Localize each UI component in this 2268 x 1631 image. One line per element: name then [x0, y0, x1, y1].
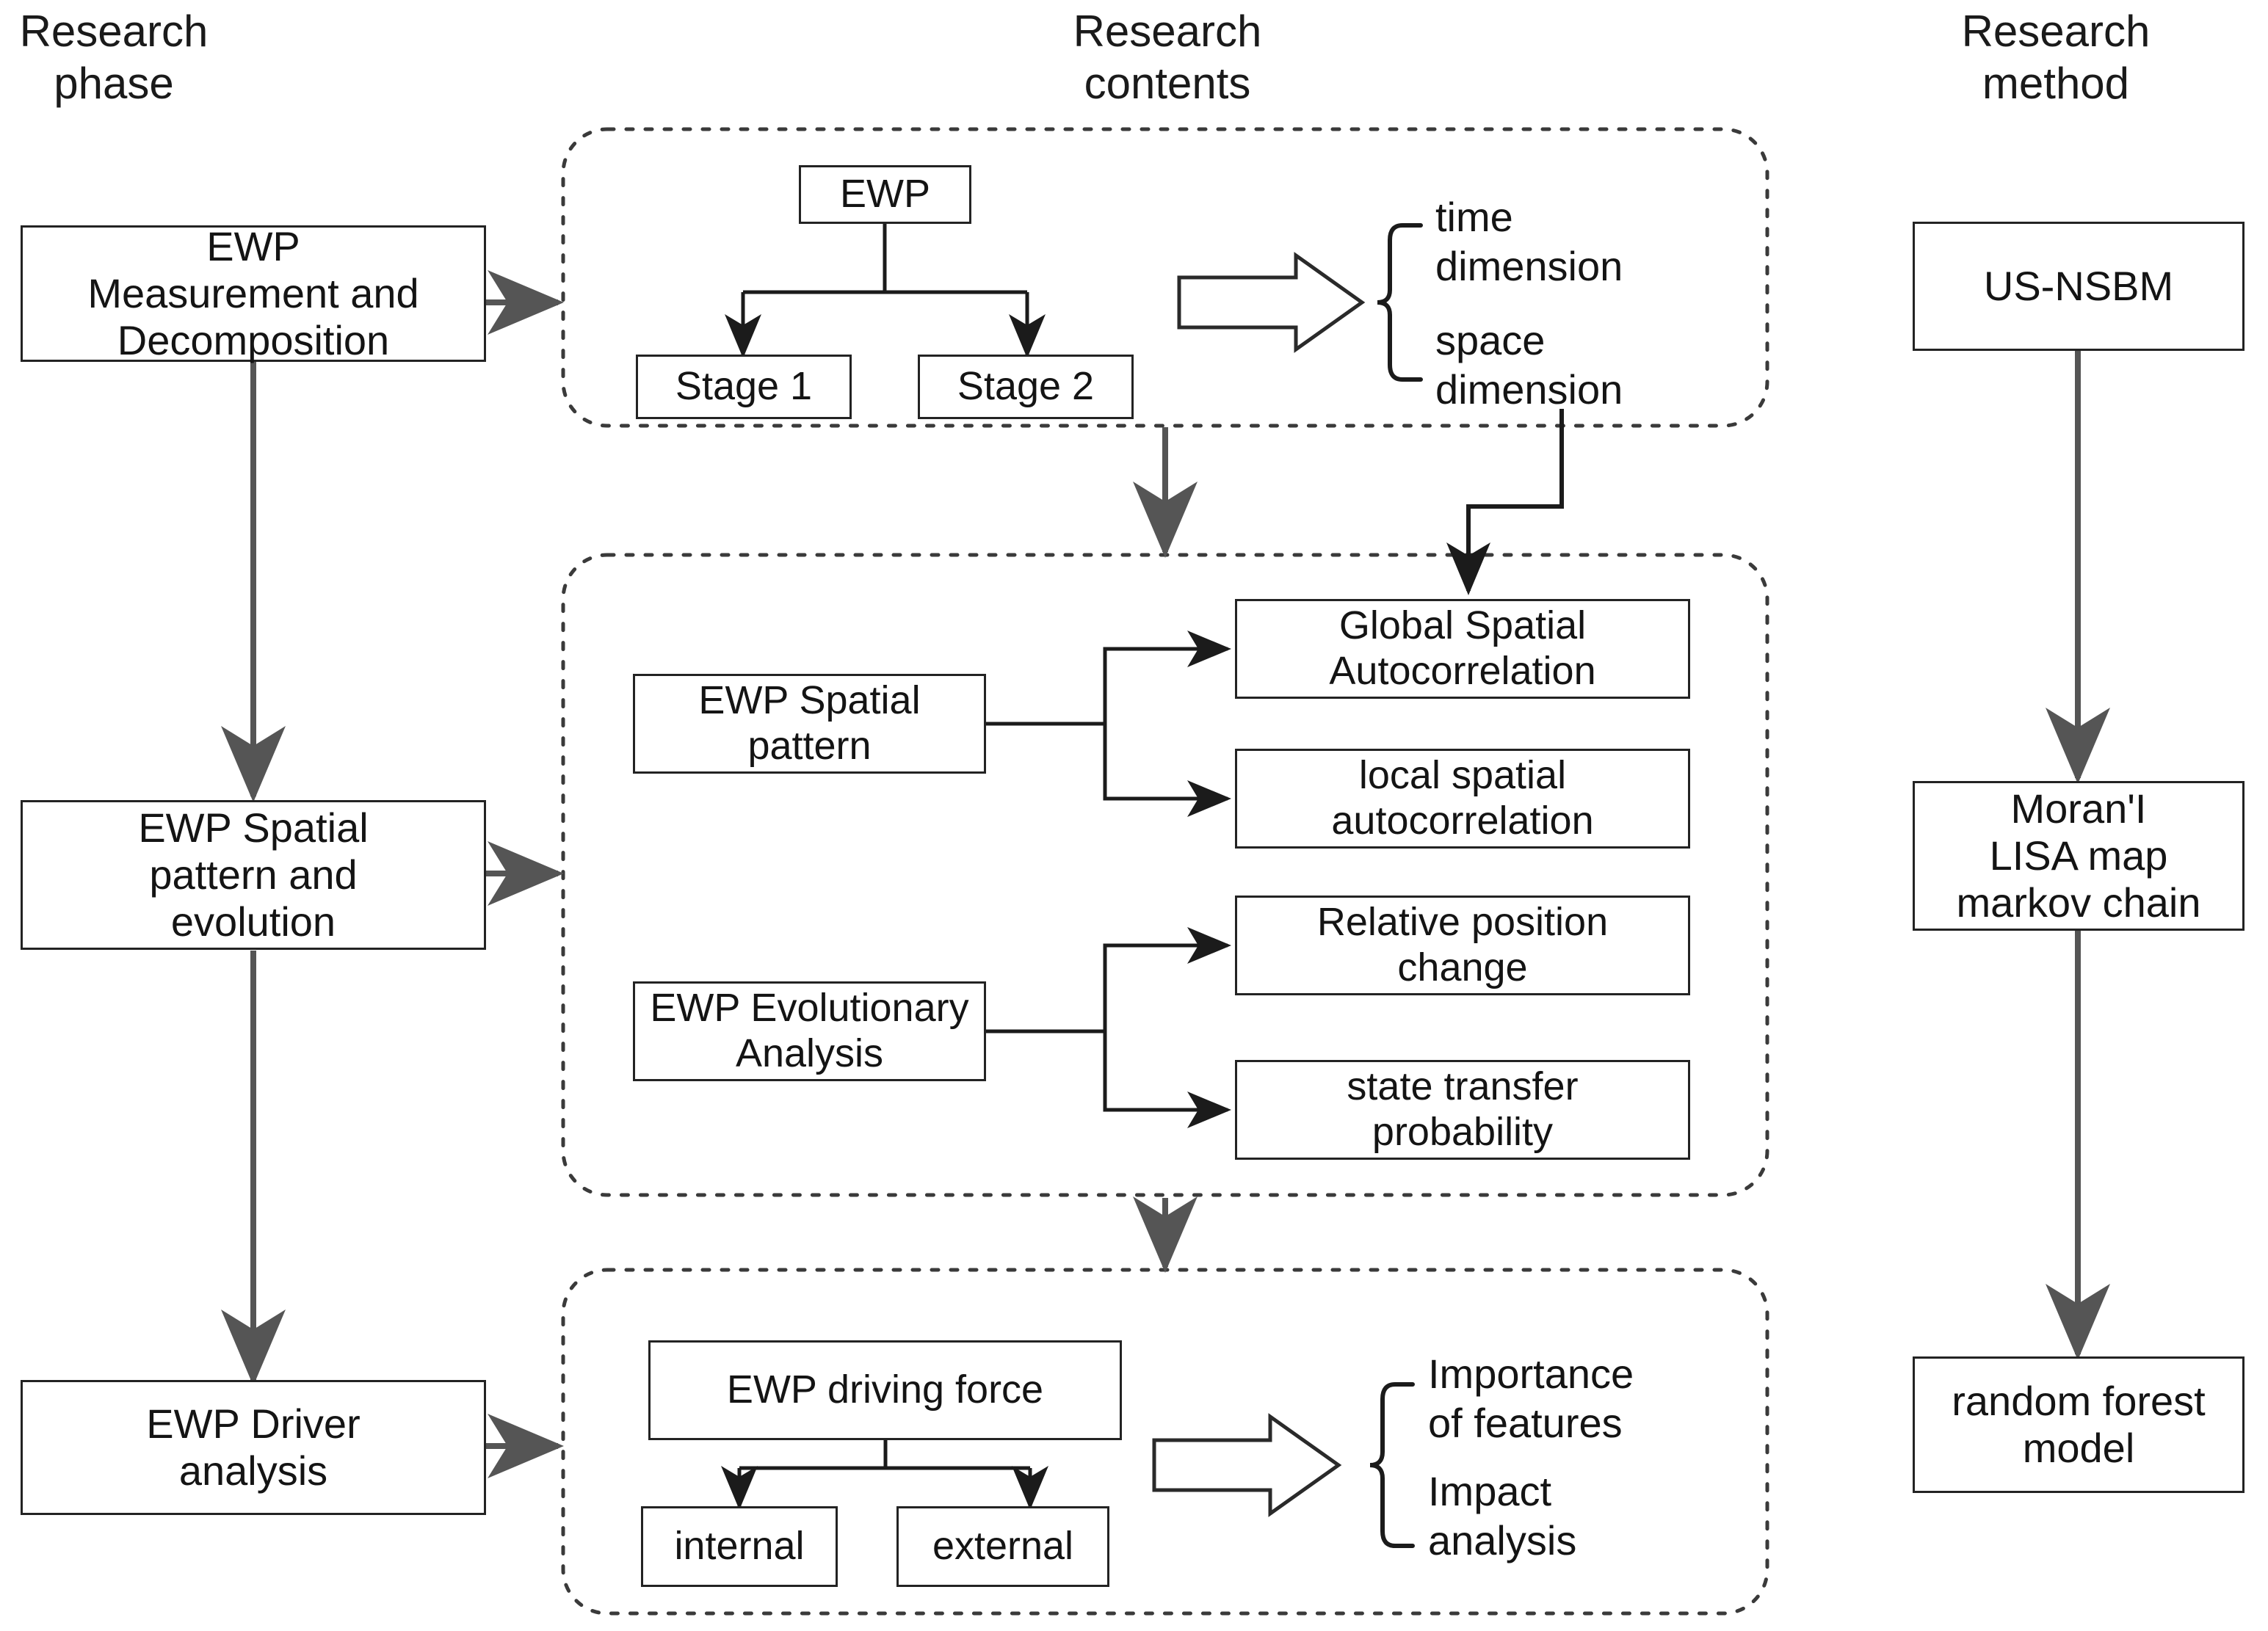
node-global-spatial-autocorrelation[interactable]: Global Spatial Autocorrelation: [1235, 599, 1690, 699]
node-local-spatial-autocorrelation[interactable]: local spatial autocorrelation: [1235, 749, 1690, 849]
block-arrow-group3: [1152, 1413, 1342, 1517]
connector-spatial-pattern-to-local: [1103, 724, 1231, 817]
node-moran-lisa-markov[interactable]: Moran'I LISA map markov chain: [1913, 781, 2245, 931]
node-ewp-driver-analysis[interactable]: EWP Driver analysis: [21, 1380, 486, 1515]
connector-space-dimension-to-global: [1446, 409, 1564, 595]
node-ewp[interactable]: EWP: [799, 165, 971, 224]
node-stage-1[interactable]: Stage 1: [636, 355, 852, 419]
node-us-nsbm[interactable]: US-NSBM: [1913, 222, 2245, 351]
outcome-text-importance-of-features: Importance of features: [1428, 1351, 1634, 1447]
node-ewp-measurement-decomposition[interactable]: EWP Measurement and Decomposition: [21, 223, 486, 363]
block-arrow-group1: [1177, 252, 1366, 353]
outcome-text-impact-analysis: Impact analysis: [1428, 1468, 1577, 1564]
node-relative-position-change[interactable]: Relative position change: [1235, 896, 1690, 995]
node-external[interactable]: external: [896, 1506, 1109, 1587]
node-ewp-driving-force[interactable]: EWP driving force: [648, 1340, 1122, 1440]
brace-group3: [1369, 1382, 1415, 1548]
brace-group1: [1377, 223, 1423, 382]
column-heading-research-contents: Research contents: [1073, 7, 1262, 108]
node-random-forest-model[interactable]: random forest model: [1913, 1356, 2245, 1493]
node-ewp-spatial-pattern[interactable]: EWP Spatial pattern: [633, 674, 986, 774]
node-ewp-evolutionary-analysis[interactable]: EWP Evolutionary Analysis: [633, 981, 986, 1081]
node-internal[interactable]: internal: [641, 1506, 838, 1587]
column-heading-research-phase: Research phase: [19, 7, 209, 108]
outcome-text-space-dimension: space dimension: [1435, 317, 1623, 413]
connector-spatial-pattern-to-global: [1103, 631, 1231, 724]
node-stage-2[interactable]: Stage 2: [918, 355, 1134, 419]
outcome-text-time-dimension: time dimension: [1435, 194, 1623, 290]
connector-evolutionary-to-state: [1103, 1031, 1231, 1128]
connector-evolutionary-to-relative: [1103, 927, 1231, 1031]
column-heading-research-method: Research method: [1961, 7, 2151, 108]
node-ewp-spatial-pattern-evolution[interactable]: EWP Spatial pattern and evolution: [21, 800, 486, 950]
node-state-transfer-probability[interactable]: state transfer probability: [1235, 1060, 1690, 1160]
